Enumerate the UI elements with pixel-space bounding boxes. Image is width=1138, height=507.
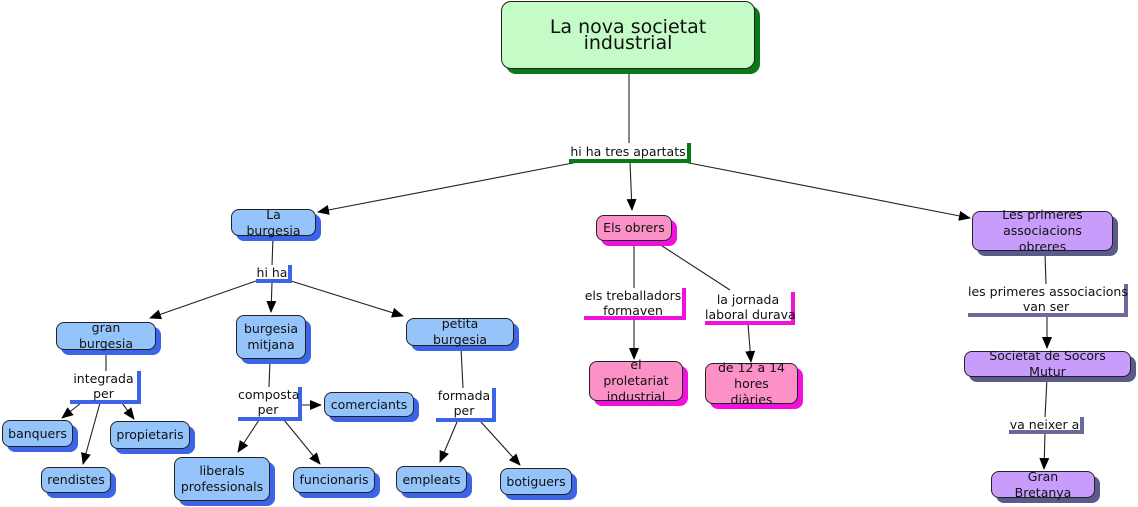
link-va-neixer-a[interactable]: va neixer a (1009, 417, 1084, 434)
concept-liberals-professionals[interactable]: liberals professionals (174, 457, 270, 501)
edge-socors-to-link (1044, 377, 1048, 419)
edge-burgesia-to-link (271, 235, 274, 267)
edge-hiha-to-petita (290, 280, 404, 318)
link-hi-ha[interactable]: hi ha (256, 265, 292, 283)
concept-petita-burgesia[interactable]: petita burgesia (406, 316, 514, 347)
concept-funcionaris[interactable]: funcionaris (293, 467, 375, 493)
edge-composta-to-funcionaris (283, 419, 321, 465)
concept-empleats[interactable]: empleats (396, 466, 467, 493)
edge-hiha-to-gran (149, 280, 257, 320)
concept-propietaris[interactable]: propietaris (110, 421, 190, 449)
edge-link-to-associacions (683, 161, 971, 221)
edge-neixer-to-bretanya (1039, 431, 1050, 470)
link-primeres-associacions-van-ser[interactable]: les primeres associacions van ser (968, 284, 1128, 317)
concept-gran-burgesia[interactable]: gran burgesia (56, 320, 156, 351)
concept-proletariat-industrial[interactable]: el proletariat industrial (589, 357, 683, 404)
link-root-apartats[interactable]: hi ha tres apartats (569, 143, 691, 163)
edge-formada-to-empleats (439, 421, 458, 463)
concept-burgesia-mitjana[interactable]: burgesia mitjana (236, 315, 306, 359)
link-integrada-per[interactable]: integrada per (70, 371, 141, 404)
edge-hiha-to-mitjana (266, 282, 277, 313)
edge-integrada-to-banquers (61, 402, 82, 419)
edge-petita-to-link (460, 347, 464, 389)
edge-associacions-to-link (1044, 252, 1047, 285)
edge-link-to-obrers (626, 161, 637, 211)
edge-composta-to-liberals (237, 419, 260, 453)
concept-botiguers[interactable]: botiguers (500, 468, 572, 495)
concept-rendistes[interactable]: rendistes (41, 467, 111, 493)
link-composta-per[interactable]: composta per (238, 387, 302, 421)
concept-root-label: La nova societat industrial (549, 16, 707, 54)
link-jornada-laboral-durava[interactable]: la jornada laboral durava (705, 292, 796, 325)
link-els-treballadors-formaven[interactable]: els treballadors formaven (584, 288, 686, 320)
concept-els-obrers[interactable]: Els obrers (596, 215, 672, 241)
concept-primeres-associacions[interactable]: Les primeres associacions obreres (972, 207, 1113, 254)
edge-integrada-to-rendistes (81, 402, 101, 465)
concept-gran-bretanya[interactable]: Gran Bretanya (991, 469, 1095, 500)
edge-formada-to-botiguers (480, 421, 521, 466)
edge-link2-to-jornada (745, 323, 756, 363)
edge-obrers-to-link2 (655, 241, 731, 291)
concept-banquers[interactable]: banquers (2, 420, 73, 447)
link-formada-per[interactable]: formada per (436, 388, 496, 422)
concept-hores-diaries[interactable]: de 12 a 14 hores diàries (705, 360, 798, 407)
edge-mitjana-to-link (268, 359, 271, 388)
concept-la-burgesia[interactable]: La burgesia (231, 207, 316, 238)
concept-comerciants[interactable]: comerciants (324, 392, 414, 417)
concept-societat-socors-mutur[interactable]: Societat de Socors Mutur (964, 348, 1131, 379)
edge-link-to-burgesia (317, 161, 579, 215)
edge-integrada-to-propietaris (121, 402, 135, 420)
concept-root[interactable]: La nova societat industrial (501, 1, 755, 69)
